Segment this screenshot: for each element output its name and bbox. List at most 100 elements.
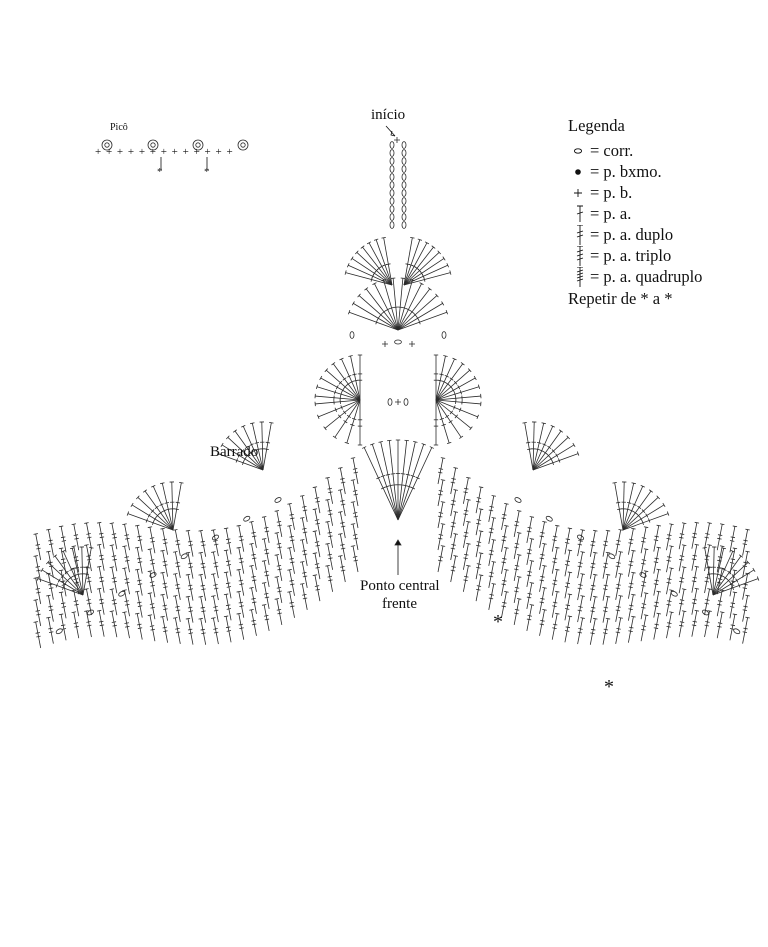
tall-stitch: [564, 550, 571, 577]
stitch-cross-bar: [410, 474, 416, 478]
stitch-cross-bar: [615, 565, 621, 568]
stitch-cross-bar: [125, 537, 130, 540]
stitch-top-bar: [449, 270, 452, 275]
stitch-cross-bar: [514, 612, 519, 615]
stitch-cross-bar: [415, 476, 420, 480]
stitch-cross-bar: [438, 534, 444, 536]
stitch-top-bar: [223, 571, 229, 574]
stitch-cross-bar: [376, 476, 381, 480]
stitch-cross-bar: [277, 568, 282, 571]
tall-stitch: [200, 596, 207, 623]
stitch-cross-bar: [252, 601, 257, 604]
stitch-top-bar: [504, 591, 509, 593]
stitch-cross-bar: [552, 627, 557, 630]
tall-stitch: [627, 616, 634, 643]
tall-stitch: [325, 369, 361, 401]
stitch-top-bar: [198, 595, 203, 598]
stitch-cross-bar: [35, 610, 41, 612]
chain-stitch: [670, 590, 678, 597]
tall-stitch: [524, 422, 534, 471]
stitch-cross-bar: [629, 538, 634, 541]
stitch-cross-bar: [264, 593, 269, 595]
stitch-cross-bar: [238, 557, 244, 560]
stitch-top-bar: [58, 613, 64, 616]
tall-stitch: [351, 258, 393, 286]
stitch-top-bar: [109, 610, 115, 612]
stitch-cross-bar: [328, 535, 333, 538]
stitch-cross-bar: [342, 410, 347, 415]
stitch-cross-bar: [679, 580, 684, 583]
stitch-cross-bar: [552, 561, 557, 564]
tall-stitch: [35, 577, 42, 605]
stitch-cross-bar: [36, 635, 41, 638]
stitch-cross-bar: [590, 540, 596, 543]
stitch-cross-bar: [276, 587, 282, 589]
stitch-top-bar: [440, 523, 446, 525]
stitch-cross-bar: [540, 597, 545, 600]
stitch-top-bar: [261, 582, 267, 584]
tall-stitch: [678, 523, 685, 550]
chain-stitch: [733, 628, 741, 635]
stitch-cross-bar: [457, 385, 461, 390]
stitch-cross-bar: [73, 622, 79, 624]
stitch-top-bar: [274, 532, 280, 534]
tall-stitch: [577, 529, 584, 557]
stitch-cross-bar: [163, 608, 168, 611]
tall-stitch: [704, 610, 710, 638]
stitch-cross-bar: [448, 420, 453, 424]
stitch-top-bar: [491, 517, 497, 519]
center-arrow-head: [394, 539, 402, 546]
stitch-cross-bar: [380, 474, 386, 478]
stitch-cross-bar: [438, 468, 444, 470]
stitch-top-bar: [350, 545, 356, 547]
stitch-top-bar: [46, 594, 51, 597]
stitch-top-bar: [442, 256, 446, 261]
stitch-cross-bar: [340, 569, 346, 572]
stitch-top-bar: [618, 573, 623, 575]
stitch-cross-bar: [616, 539, 621, 542]
tall-stitch: [301, 495, 308, 522]
stitch-cross-bar: [314, 541, 320, 543]
tall-stitch: [666, 546, 672, 573]
stitch-top-bar: [694, 543, 700, 546]
stitch-cross-bar: [388, 484, 393, 487]
stitch-top-bar: [593, 573, 598, 576]
stitch-cross-bar: [527, 571, 532, 573]
stitch-cross-bar: [235, 458, 238, 463]
stitch-cross-bar: [251, 619, 256, 622]
tall-stitch: [238, 591, 245, 618]
stitch-top-bar: [477, 384, 481, 389]
stitch-cross-bar: [145, 518, 148, 523]
stitch-cross-bar: [302, 549, 307, 552]
tall-stitch: [217, 453, 264, 471]
stitch-top-bar: [134, 568, 140, 571]
stitch-cross-bar: [476, 497, 482, 499]
tall-stitch: [327, 477, 334, 504]
chain-stitch: [514, 497, 522, 503]
stitch-top-bar: [605, 529, 611, 532]
stitch-top-bar: [478, 574, 484, 576]
stitch-top-bar: [732, 591, 738, 594]
stitch-top-bar: [541, 422, 546, 425]
stitch-top-bar: [325, 520, 330, 523]
stitch-cross-bar: [137, 605, 143, 607]
pico-asterisk-2: *: [204, 166, 210, 178]
stitch-cross-bar: [239, 605, 244, 608]
stitch-cross-bar: [340, 503, 346, 506]
stitch-cross-bar: [743, 627, 748, 630]
stitch-top-bar: [410, 279, 415, 282]
stitch-cross-bar: [351, 417, 357, 420]
stitch-top-bar: [287, 503, 292, 505]
stitch-cross-bar: [213, 540, 218, 542]
stitch-top-bar: [312, 530, 318, 532]
stitch-top-bar: [529, 582, 535, 584]
pico-row-text: + + + + + + + + + + + + +: [95, 146, 234, 158]
stitch-cross-bar: [290, 539, 295, 542]
stitch-cross-bar: [111, 533, 117, 535]
tall-stitch: [551, 525, 558, 552]
stitch-top-bar: [631, 482, 636, 485]
chain-stitch: [403, 398, 409, 406]
stitch-cross-bar: [616, 605, 621, 608]
stitch-cross-bar: [264, 615, 269, 617]
stitch-cross-bar: [403, 484, 408, 487]
